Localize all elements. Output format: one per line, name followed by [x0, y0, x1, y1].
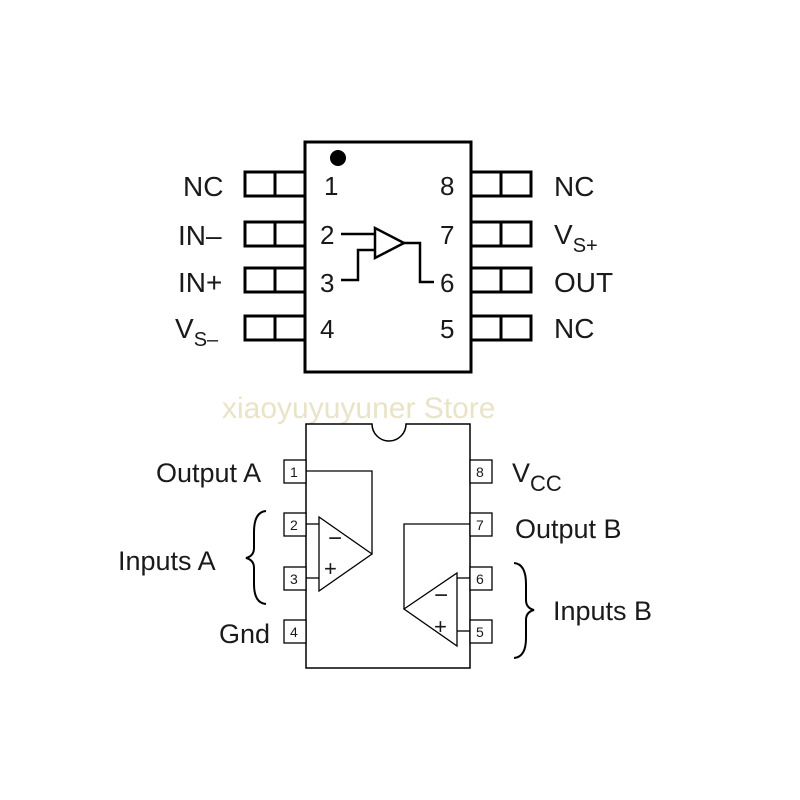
amplifier-symbol: [341, 225, 434, 284]
pin-number: 5: [476, 624, 484, 640]
right-pin-leads: [469, 170, 533, 342]
pin-number: 1: [324, 171, 338, 201]
opamp-b: [402, 523, 470, 648]
pin-label-nc: NC: [554, 313, 594, 344]
pin-number: 8: [476, 464, 484, 480]
dual-opamp-package: 1 2 3 4 8 7 6 5 − + − + Output A Input: [118, 423, 652, 669]
right-pin-boxes: [469, 459, 493, 644]
label-gnd: Gnd: [219, 619, 270, 649]
pin-number: 4: [320, 314, 334, 344]
label-output-a: Output A: [156, 458, 261, 488]
pin-number: 3: [290, 571, 298, 587]
pin-number: 4: [290, 624, 298, 640]
pin-number: 2: [290, 517, 298, 533]
pin-number: 2: [320, 220, 334, 250]
pin1-dot: [330, 150, 346, 166]
left-pin-boxes: [283, 459, 307, 644]
pin-label-vs-minus: VS–: [175, 313, 219, 351]
pin-label-in-plus: IN+: [178, 267, 222, 298]
opamp-b-plus: +: [434, 614, 447, 639]
ic-body: [303, 140, 473, 374]
inputs-b-brace: [513, 562, 535, 659]
pin-number: 6: [440, 268, 454, 298]
left-pin-leads: [243, 170, 307, 342]
pin-label-out: OUT: [554, 267, 613, 298]
label-output-b: Output B: [515, 514, 622, 544]
pin-number: 6: [476, 571, 484, 587]
pin-number: 3: [320, 268, 334, 298]
opamp-a: [306, 470, 374, 593]
single-opamp-package: 1 2 3 4 8 7 6 5 NC IN– IN+ VS– NC VS+ OU…: [175, 140, 613, 374]
label-inputs-b: Inputs B: [553, 596, 652, 626]
inputs-a-brace: [245, 510, 267, 605]
pin-number: 1: [290, 464, 298, 480]
pin-number: 7: [440, 220, 454, 250]
pin-label-in-minus: IN–: [178, 220, 222, 251]
opamp-a-minus: −: [328, 525, 342, 552]
pin-number: 5: [440, 314, 454, 344]
label-vcc: VCC: [512, 458, 562, 496]
store-watermark: xiaoyuyuyuner Store: [222, 392, 496, 425]
label-inputs-a: Inputs A: [118, 546, 216, 576]
pin-number: 8: [440, 171, 454, 201]
opamp-b-minus: −: [434, 582, 448, 609]
pin-number: 7: [476, 517, 484, 533]
pin-label-vs-plus: VS+: [554, 219, 598, 257]
pin-label-nc: NC: [183, 171, 223, 202]
pin-label-nc: NC: [554, 171, 594, 202]
opamp-a-plus: +: [324, 556, 337, 581]
